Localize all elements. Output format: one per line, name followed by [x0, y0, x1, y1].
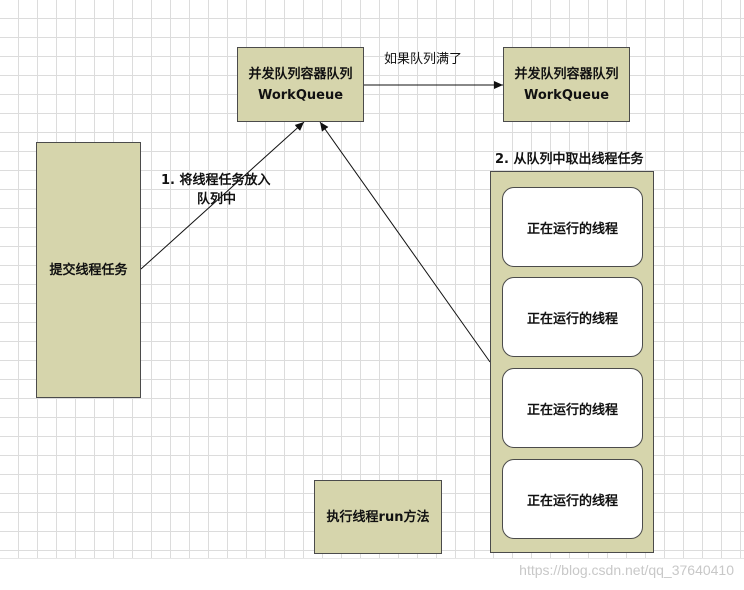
- running-thread-3: 正在运行的线程: [502, 368, 643, 448]
- step2-label: 2. 从队列中取出线程任务: [495, 152, 644, 167]
- work-queue-full-node: 并发队列容器队列 WorkQueue: [503, 47, 630, 122]
- running-thread-label: 正在运行的线程: [526, 221, 618, 237]
- running-thread-1: 正在运行的线程: [502, 187, 643, 267]
- arrow-submit-to-queue: [140, 121, 305, 270]
- running-thread-4: 正在运行的线程: [502, 459, 643, 539]
- work-queue-title: 并发队列容器队列: [248, 66, 353, 82]
- arrow-threads-to-queue: [319, 121, 491, 363]
- running-thread-label: 正在运行的线程: [526, 493, 618, 509]
- submit-task-label: 提交线程任务: [49, 262, 128, 278]
- arrow-layer: [140, 81, 503, 363]
- work-queue-node: 并发队列容器队列 WorkQueue: [237, 47, 364, 122]
- if-queue-full-label: 如果队列满了: [384, 52, 463, 67]
- running-thread-label: 正在运行的线程: [526, 311, 618, 327]
- run-method-node: 执行线程run方法: [314, 480, 442, 554]
- submit-task-node: 提交线程任务: [36, 142, 141, 398]
- work-queue-full-name: WorkQueue: [523, 87, 610, 103]
- work-queue-name: WorkQueue: [257, 87, 344, 103]
- step1-label-line2: 队列中: [197, 192, 237, 207]
- work-queue-full-title: 并发队列容器队列: [514, 66, 619, 82]
- run-method-label: 执行线程run方法: [326, 509, 430, 525]
- watermark-text: https://blog.csdn.net/qq_37640410: [519, 562, 734, 578]
- step1-label-line1: 1. 将线程任务放入: [161, 173, 271, 188]
- running-thread-label: 正在运行的线程: [526, 402, 618, 418]
- running-thread-2: 正在运行的线程: [502, 277, 643, 357]
